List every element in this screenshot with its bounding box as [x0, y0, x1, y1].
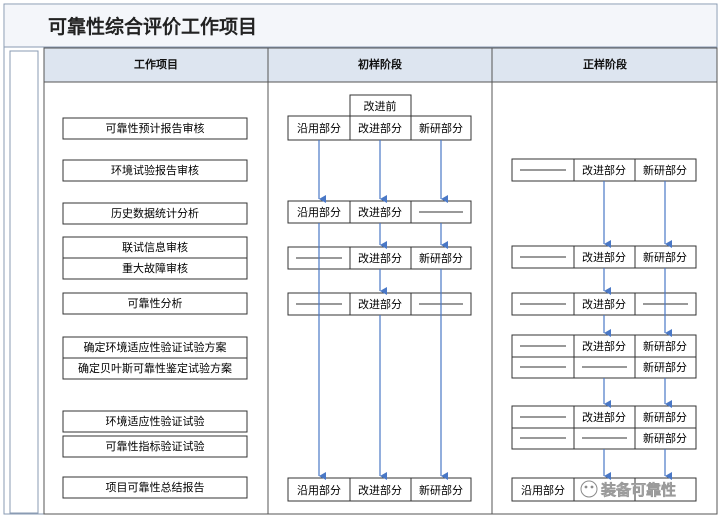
watermark: 装备可靠性 — [580, 480, 676, 499]
initial-stage-flow: 改进前 沿用部分 改进部分 新研部分 沿用部分 改进部分 改进部分 新研部分 改… — [287, 94, 472, 502]
initial-cell: 新研部分 — [419, 251, 463, 265]
work-item: 确定贝叶斯可靠性鉴定试验方案 — [78, 361, 232, 375]
initial-cell: 新研部分 — [419, 483, 463, 497]
watermark-text: 装备可靠性 — [600, 481, 676, 499]
title-bar — [5, 5, 716, 47]
initial-cell: 沿用部分 — [297, 483, 341, 497]
work-item: 环境适应性验证试验 — [106, 414, 205, 428]
header-row — [43, 47, 718, 83]
work-item: 确定环境适应性验证试验方案 — [84, 340, 227, 354]
header-formal-stage: 正样阶段 — [583, 57, 627, 71]
initial-cell: 改进部分 — [358, 483, 402, 497]
work-item: 可靠性分析 — [128, 296, 183, 310]
formal-cell: 新研部分 — [643, 250, 687, 264]
initial-cell: 改进部分 — [358, 251, 402, 265]
initial-cell: 改进部分 — [358, 205, 402, 219]
work-items-list: 可靠性预计报告审核 环境试验报告审核 历史数据统计分析 联试信息审核 重大故障审… — [62, 117, 248, 499]
formal-cell: 改进部分 — [582, 297, 626, 311]
work-item: 项目可靠性总结报告 — [106, 480, 205, 494]
formal-stage-flow: 改进部分 新研部分 改进部分 新研部分 改进部分 改进部分 新研部分 新研部分 — [511, 158, 697, 502]
formal-cell: 改进部分 — [582, 163, 626, 177]
header-work-items: 工作项目 — [134, 57, 178, 71]
initial-cell: 新研部分 — [419, 121, 463, 135]
diagram-title: 可靠性综合评价工作项目 — [48, 15, 257, 38]
formal-cell: 新研部分 — [643, 360, 687, 374]
before-improvement-label: 改进前 — [364, 99, 397, 113]
formal-cell: 新研部分 — [643, 339, 687, 353]
formal-cell: 改进部分 — [582, 250, 626, 264]
formal-cell: 新研部分 — [643, 163, 687, 177]
formal-cell: 沿用部分 — [521, 483, 565, 497]
work-item: 重大故障审核 — [122, 261, 188, 275]
formal-cell: 新研部分 — [643, 431, 687, 445]
formal-cell: 改进部分 — [582, 410, 626, 424]
formal-cell: 新研部分 — [643, 410, 687, 424]
wechat-logo-icon — [580, 480, 598, 498]
work-item: 可靠性预计报告审核 — [106, 121, 205, 135]
header-initial-stage: 初样阶段 — [358, 57, 402, 71]
initial-cell: 改进部分 — [358, 297, 402, 311]
left-strip — [9, 50, 39, 514]
formal-cell: 改进部分 — [582, 339, 626, 353]
work-item: 历史数据统计分析 — [111, 206, 199, 220]
work-item: 联试信息审核 — [122, 240, 188, 254]
work-item: 可靠性指标验证试验 — [106, 439, 205, 453]
work-item: 环境试验报告审核 — [111, 163, 199, 177]
initial-cell: 沿用部分 — [297, 205, 341, 219]
initial-cell: 改进部分 — [358, 121, 402, 135]
initial-cell: 沿用部分 — [297, 121, 341, 135]
